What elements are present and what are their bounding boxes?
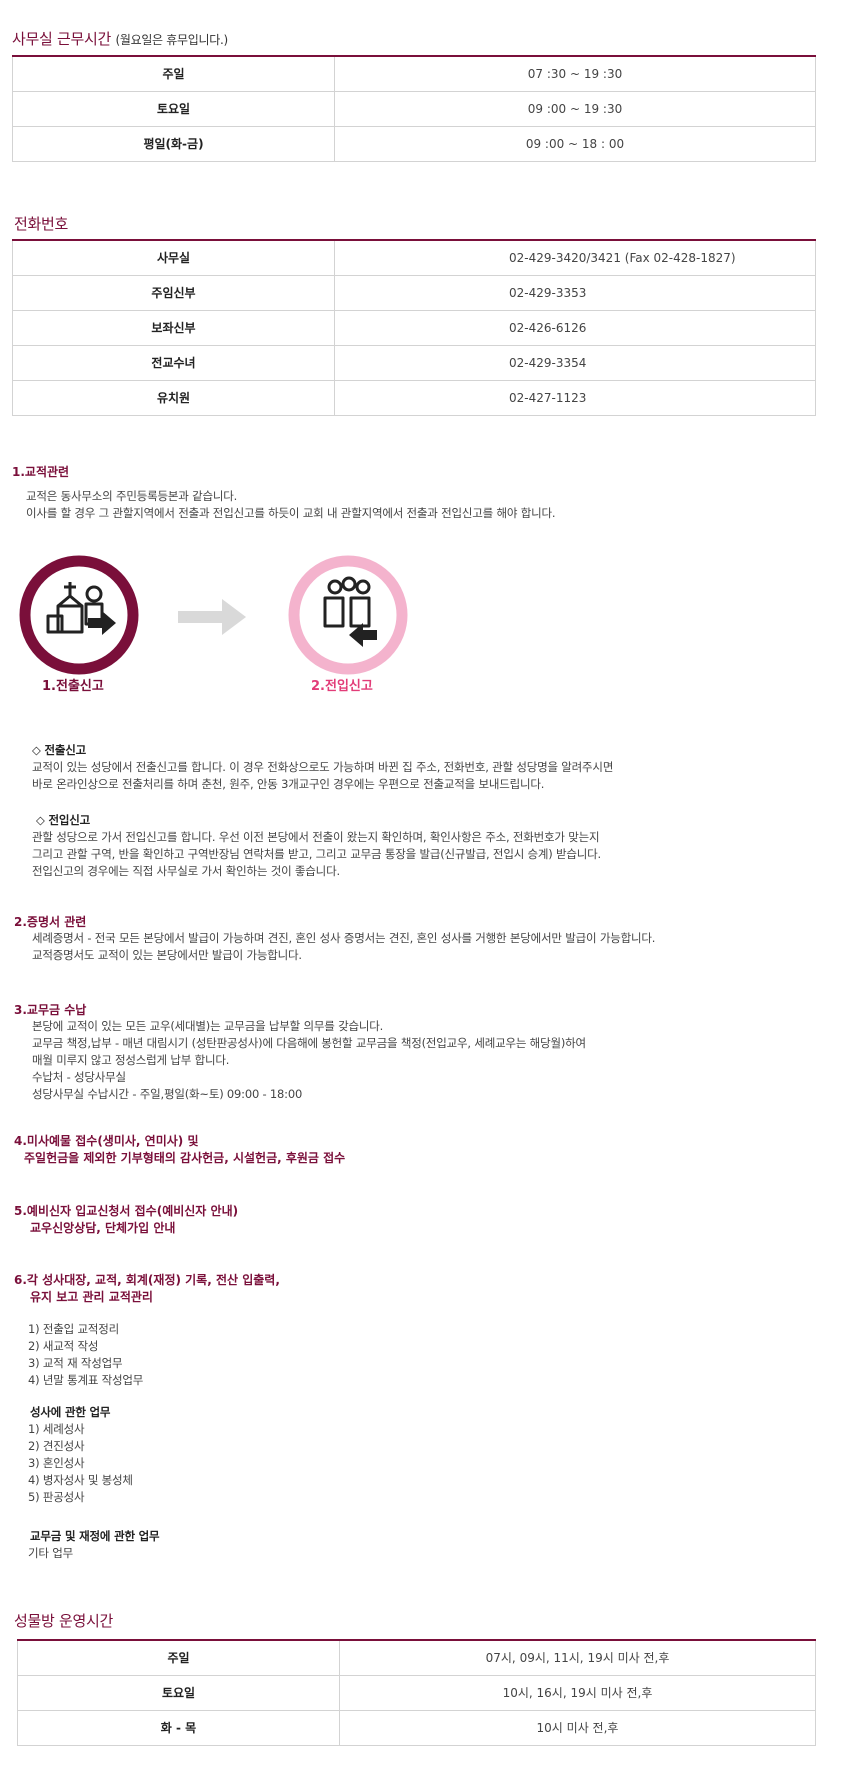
office-hours-note: (월요일은 휴무입니다.) [115, 33, 228, 47]
section-6-list-1: 1) 전출입 교적정리 2) 새교적 작성 3) 교적 재 작성업무 4) 년말… [28, 1321, 143, 1389]
row-label: 주일 [12, 55, 335, 92]
row-value: 09 :00 ~ 18 : 00 [334, 125, 816, 162]
church-transfer-out-icon [19, 555, 139, 675]
row-label: 주일 [17, 1639, 340, 1676]
row-value: 02-429-3353 [334, 274, 816, 311]
row-value: 07 :30 ~ 19 :30 [334, 55, 816, 92]
section-3-text: 본당에 교적이 있는 모든 교우(세대별)는 교무금을 납부할 의무를 갖습니다… [32, 1019, 586, 1101]
row-label: 토요일 [12, 90, 335, 127]
transfer-in-label: 2.전입신고 [311, 679, 373, 694]
finance-title: 교무금 및 재정에 관한 업무 [30, 1529, 160, 1543]
office-hours-title: 사무실 근무시간 (월요일은 휴무입니다.) [12, 30, 228, 48]
section-5-heading: 5.예비신자 입교신청서 접수(예비신자 안내) 교우신앙상담, 단체가입 안내 [14, 1204, 239, 1235]
transfer-out-block: ◇ 전출신고 교적이 있는 성당에서 전출신고를 합니다. 이 경우 전화상으로… [32, 743, 614, 791]
list-item: 1) 전출입 교적정리 [28, 1322, 119, 1336]
table-row: 사무실 02-429-3420/3421 (Fax 02-428-1827) [12, 239, 816, 276]
table-row: 토요일 09 :00 ~ 19 :30 [12, 90, 816, 127]
transfer-out-label: 1.전출신고 [42, 679, 104, 694]
table-row: 평일(화-금) 09 :00 ~ 18 : 00 [12, 125, 816, 162]
section-1-text: 교적은 동사무소의 주민등록등본과 같습니다. 이사를 할 경우 그 관할지역에… [26, 489, 556, 520]
section-6-heading: 6.각 성사대장, 교적, 회계(재정) 기록, 전산 입출력, 유지 보고 관… [14, 1273, 280, 1304]
transfer-in-title: ◇ 전입신고 [36, 813, 90, 827]
row-label: 보좌신부 [12, 309, 335, 346]
table-row: 전교수녀 02-429-3354 [12, 344, 816, 381]
table-row: 보좌신부 02-426-6126 [12, 309, 816, 346]
table-row: 유치원 02-427-1123 [12, 379, 816, 416]
row-label: 유치원 [12, 379, 335, 416]
table-row: 주일 07시, 09시, 11시, 19시 미사 전,후 [17, 1639, 816, 1676]
row-value: 02-429-3354 [334, 344, 816, 381]
row-label: 화 - 목 [17, 1709, 340, 1746]
row-label: 사무실 [12, 239, 335, 276]
shop-hours-table: 주일 07시, 09시, 11시, 19시 미사 전,후 토요일 10시, 16… [17, 1639, 816, 1746]
table-row: 주일 07 :30 ~ 19 :30 [12, 55, 816, 92]
transfer-in-block: ◇ 전입신고 관할 성당으로 가서 전입신고를 합니다. 우선 이전 본당에서 … [32, 813, 602, 878]
section-4-heading: 4.미사예물 접수(생미사, 연미사) 및 주일헌금을 제외한 기부형태의 감사… [14, 1134, 346, 1165]
list-item: 4) 년말 통계표 작성업무 [28, 1373, 144, 1387]
office-hours-table: 주일 07 :30 ~ 19 :30 토요일 09 :00 ~ 19 :30 평… [12, 55, 816, 162]
list-item: 5) 판공성사 [28, 1490, 85, 1504]
list-item: 2) 새교적 작성 [28, 1339, 99, 1353]
row-label: 전교수녀 [12, 344, 335, 381]
row-label: 주임신부 [12, 274, 335, 311]
row-label: 평일(화-금) [12, 125, 335, 162]
sacrament-title: 성사에 관한 업무 [30, 1405, 111, 1419]
list-item: 4) 병자성사 및 봉성체 [28, 1473, 133, 1487]
list-item: 2) 견진성사 [28, 1439, 85, 1453]
table-row: 주임신부 02-429-3353 [12, 274, 816, 311]
section-2-text: 세례증명서 - 전국 모든 본당에서 발급이 가능하며 견진, 혼인 성사 증명… [32, 931, 656, 962]
row-value: 10시 미사 전,후 [339, 1709, 816, 1746]
section-2-heading: 2.증명서 관련 [14, 915, 87, 929]
list-item: 3) 혼인성사 [28, 1456, 85, 1470]
arrow-right-icon [178, 599, 246, 635]
shop-hours-title: 성물방 운영시간 [14, 1612, 113, 1630]
row-label: 토요일 [17, 1674, 340, 1711]
row-value: 09 :00 ~ 19 :30 [334, 90, 816, 127]
family-transfer-in-icon [288, 555, 408, 675]
transfer-out-title: ◇ 전출신고 [32, 743, 86, 757]
table-row: 토요일 10시, 16시, 19시 미사 전,후 [17, 1674, 816, 1711]
section-3-heading: 3.교무금 수납 [14, 1003, 87, 1017]
section-6-finance: 교무금 및 재정에 관한 업무 기타 업무 [28, 1529, 160, 1560]
row-value: 02-429-3420/3421 (Fax 02-428-1827) [334, 239, 816, 276]
section-1-heading: 1.교적관련 [12, 465, 70, 479]
phone-table: 사무실 02-429-3420/3421 (Fax 02-428-1827) 주… [12, 239, 816, 416]
row-value: 02-427-1123 [334, 379, 816, 416]
list-item: 3) 교적 재 작성업무 [28, 1356, 123, 1370]
list-item: 1) 세례성사 [28, 1422, 85, 1436]
table-row: 화 - 목 10시 미사 전,후 [17, 1709, 816, 1746]
section-6-list-2: 성사에 관한 업무 1) 세례성사 2) 견진성사 3) 혼인성사 4) 병자성… [28, 1404, 133, 1506]
row-value: 02-426-6126 [334, 309, 816, 346]
row-value: 10시, 16시, 19시 미사 전,후 [339, 1674, 816, 1711]
phone-title: 전화번호 [14, 215, 69, 233]
row-value: 07시, 09시, 11시, 19시 미사 전,후 [339, 1639, 816, 1676]
